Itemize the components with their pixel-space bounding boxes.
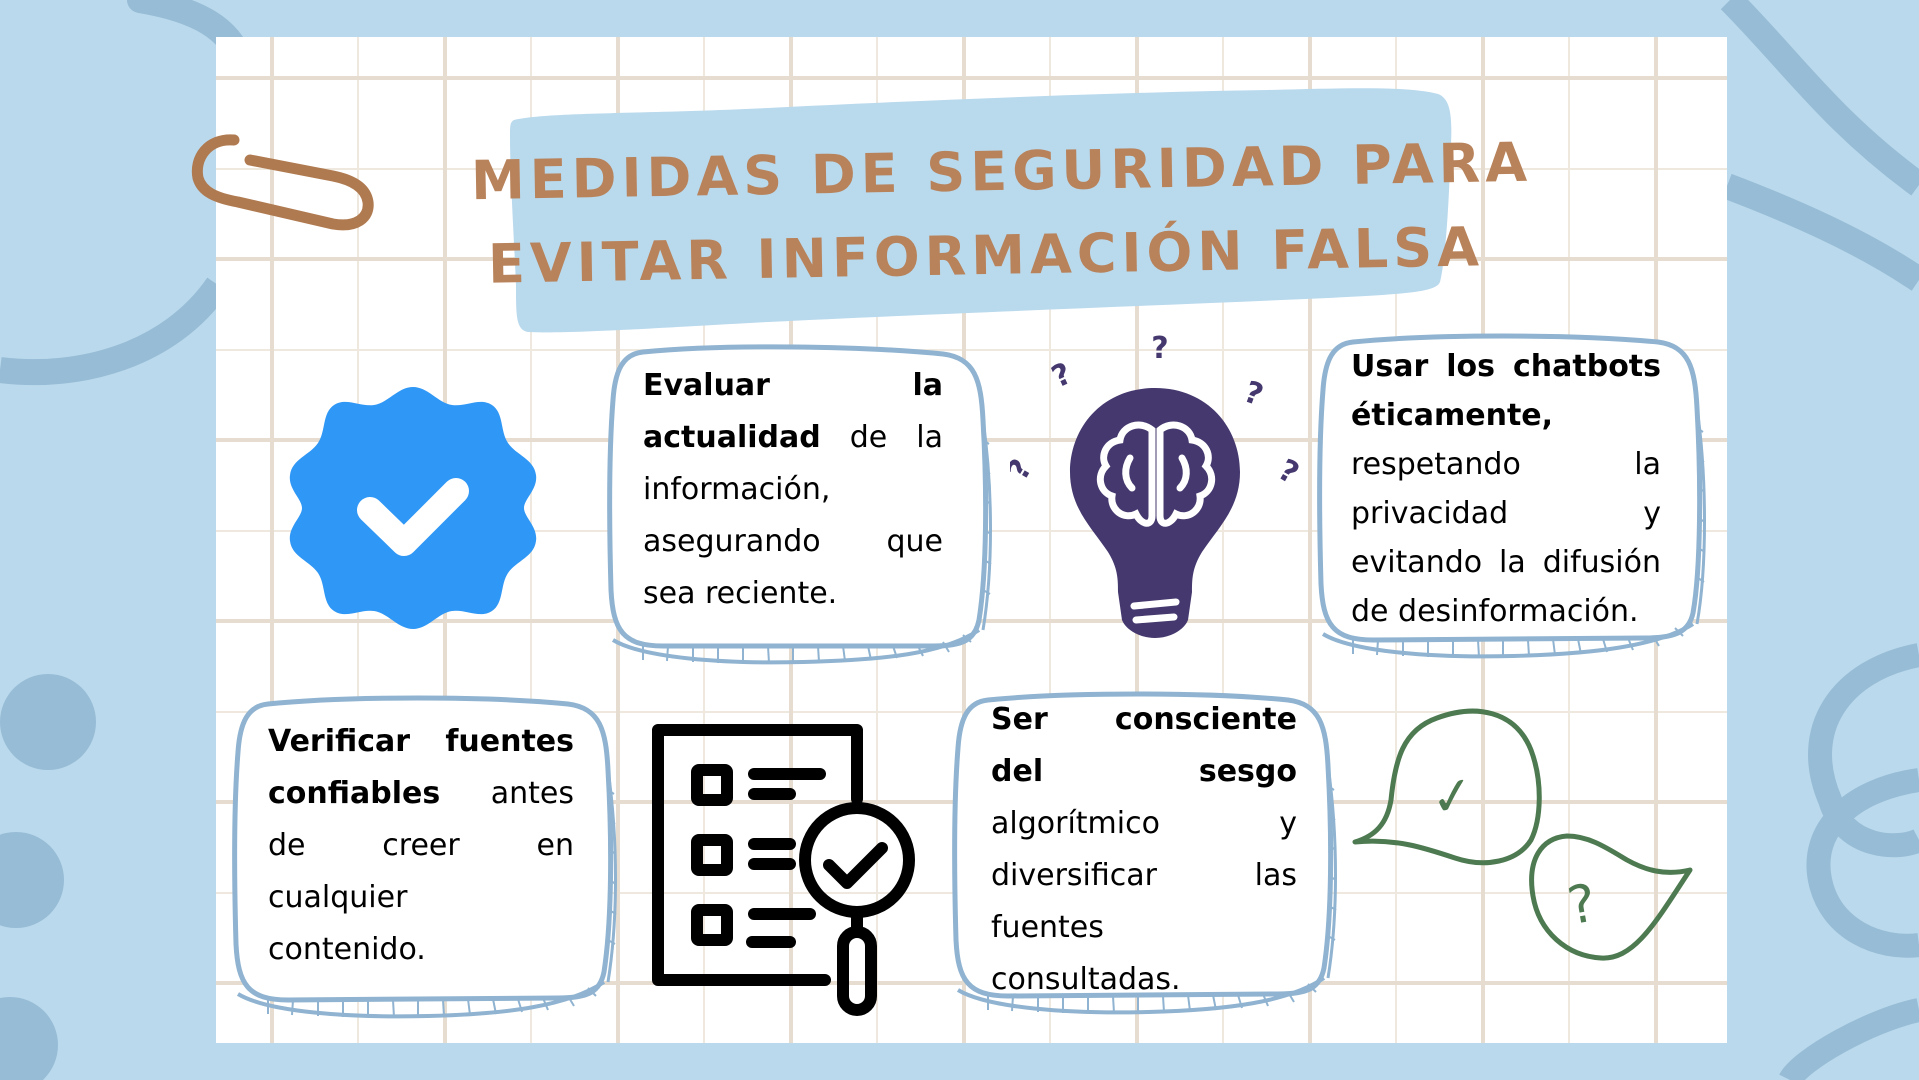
card-text: Ser consciente del sesgo algorítmico y d… [991, 694, 1297, 1006]
checklist-magnifier-icon [652, 724, 915, 1016]
card-bold-text: Usar los chatbots éticamente, [1351, 349, 1661, 433]
card-body-text: respetando la privacidad y evitando la d… [1351, 447, 1661, 629]
card-frame [952, 691, 1337, 1015]
card-frame [1317, 333, 1706, 659]
card-bold-text: Ser consciente del sesgo [991, 702, 1297, 789]
card-text: Evaluar la actualidad de la información,… [643, 360, 943, 620]
card-chatbots: Usar los chatbots éticamente, respetando… [1313, 328, 1708, 676]
question-mark-icon: ? [1047, 356, 1078, 395]
card-text: Verificar fuentes confiables antes de cr… [268, 716, 574, 976]
question-mark-icon: ? [1010, 453, 1040, 486]
card-frame [607, 344, 992, 665]
card-evaluate: Evaluar la actualidad de la información,… [603, 340, 993, 680]
card-bias: Ser consciente del sesgo algorítmico y d… [948, 686, 1340, 1031]
title-banner: Medidas de seguridad para Evitar informa… [470, 86, 1532, 334]
card-bold-text: Evaluar la actualidad [643, 368, 943, 455]
page-title: Medidas de seguridad para Evitar informa… [470, 86, 1532, 334]
card-bold-text: Verificar fuentes confiables [268, 724, 574, 811]
lightbulb-brain-icon: ? ? ? ? ? [1010, 331, 1300, 638]
speech-bubbles-icon: ✓ ? [1352, 708, 1693, 961]
card-verify: Verificar fuentes confiables antes de cr… [228, 690, 618, 1035]
card-body-text: antes de creer en cualquier contenido. [268, 776, 574, 967]
card-body-text: algorítmico y diversificar las fuentes c… [991, 806, 1297, 997]
question-mark-icon: ? [1151, 331, 1168, 366]
card-text: Usar los chatbots éticamente, respetando… [1351, 342, 1661, 636]
title-line-2: Evitar información falsa [487, 215, 1485, 296]
card-frame [232, 695, 617, 1019]
question-mark-icon: ? [1239, 375, 1267, 414]
paperclip-icon [191, 134, 374, 231]
card-body-text: de la información, asegurando que sea re… [643, 420, 943, 611]
question-mark-icon: ? [1563, 873, 1601, 937]
verified-badge-icon [289, 387, 537, 629]
check-mark-icon: ✓ [1427, 764, 1479, 829]
question-mark-icon: ? [1272, 453, 1300, 492]
